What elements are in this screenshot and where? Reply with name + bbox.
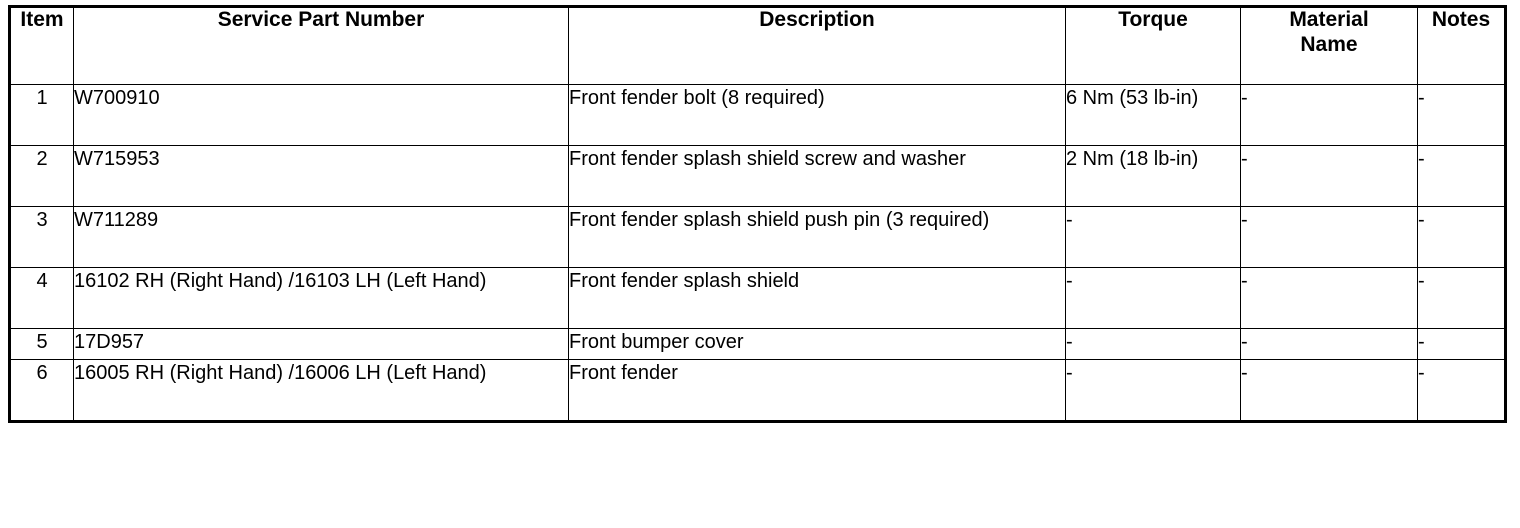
- cell-description: Front bumper cover: [568, 328, 1066, 360]
- cell-material-name: -: [1240, 359, 1418, 422]
- cell-item: 3: [9, 206, 74, 268]
- cell-notes: -: [1417, 206, 1506, 268]
- table-row: 1 W700910 Front fender bolt (8 required)…: [9, 84, 1506, 146]
- table-row: 4 16102 RH (Right Hand) /16103 LH (Left …: [9, 267, 1506, 329]
- cell-part-number: W700910: [73, 84, 569, 146]
- cell-torque: -: [1065, 206, 1241, 268]
- column-header-description: Description: [568, 6, 1066, 85]
- table-header: Item Service Part Number Description Tor…: [9, 6, 1506, 85]
- cell-description: Front fender splash shield: [568, 267, 1066, 329]
- table-body: 1 W700910 Front fender bolt (8 required)…: [9, 84, 1506, 422]
- cell-notes: -: [1417, 267, 1506, 329]
- cell-torque: -: [1065, 359, 1241, 422]
- material-name-line1: Material: [1289, 8, 1369, 31]
- parts-table-container: Item Service Part Number Description Tor…: [8, 5, 1507, 423]
- table-row: 6 16005 RH (Right Hand) /16006 LH (Left …: [9, 359, 1506, 422]
- cell-description: Front fender bolt (8 required): [568, 84, 1066, 146]
- cell-material-name: -: [1240, 84, 1418, 146]
- cell-part-number: 16005 RH (Right Hand) /16006 LH (Left Ha…: [73, 359, 569, 422]
- cell-notes: -: [1417, 359, 1506, 422]
- cell-material-name: -: [1240, 206, 1418, 268]
- cell-torque: 6 Nm (53 lb-in): [1065, 84, 1241, 146]
- service-parts-table: Item Service Part Number Description Tor…: [8, 5, 1507, 423]
- column-header-notes: Notes: [1417, 6, 1506, 85]
- cell-part-number: W711289: [73, 206, 569, 268]
- column-header-service-part-number: Service Part Number: [73, 6, 569, 85]
- material-name-line2: Name: [1300, 32, 1358, 56]
- cell-part-number: 16102 RH (Right Hand) /16103 LH (Left Ha…: [73, 267, 569, 329]
- table-row: 5 17D957 Front bumper cover - - -: [9, 328, 1506, 360]
- cell-item: 6: [9, 359, 74, 422]
- table-row: 3 W711289 Front fender splash shield pus…: [9, 206, 1506, 268]
- cell-item: 5: [9, 328, 74, 360]
- header-row: Item Service Part Number Description Tor…: [9, 6, 1506, 85]
- cell-torque: 2 Nm (18 lb-in): [1065, 145, 1241, 207]
- cell-material-name: -: [1240, 145, 1418, 207]
- cell-description: Front fender splash shield push pin (3 r…: [568, 206, 1066, 268]
- cell-part-number: W715953: [73, 145, 569, 207]
- cell-notes: -: [1417, 328, 1506, 360]
- cell-material-name: -: [1240, 328, 1418, 360]
- cell-description: Front fender splash shield screw and was…: [568, 145, 1066, 207]
- cell-torque: -: [1065, 328, 1241, 360]
- table-row: 2 W715953 Front fender splash shield scr…: [9, 145, 1506, 207]
- cell-torque: -: [1065, 267, 1241, 329]
- cell-item: 2: [9, 145, 74, 207]
- cell-item: 1: [9, 84, 74, 146]
- cell-notes: -: [1417, 84, 1506, 146]
- column-header-item: Item: [9, 6, 74, 85]
- cell-item: 4: [9, 267, 74, 329]
- cell-notes: -: [1417, 145, 1506, 207]
- cell-description: Front fender: [568, 359, 1066, 422]
- cell-material-name: -: [1240, 267, 1418, 329]
- column-header-torque: Torque: [1065, 6, 1241, 85]
- cell-part-number: 17D957: [73, 328, 569, 360]
